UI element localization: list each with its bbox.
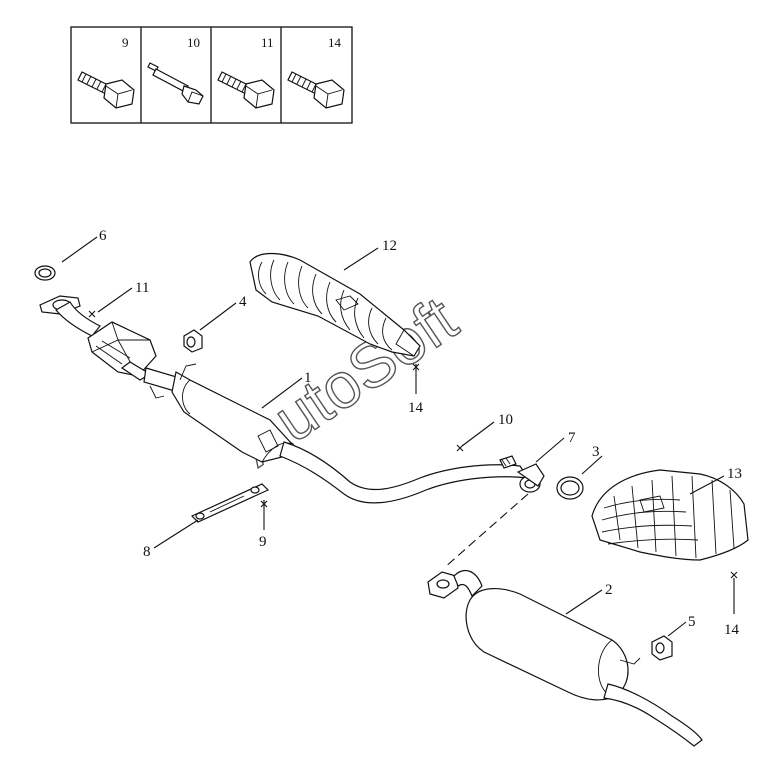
callout-14-front: 14	[408, 400, 424, 416]
rear-heat-shield-13	[591, 469, 749, 561]
fastener-legend-box: 9 10 11 14	[70, 26, 353, 124]
callout-9: 9	[259, 534, 267, 550]
front-heat-shield-12	[249, 252, 421, 357]
callout-1: 1	[304, 370, 312, 386]
callout-12: 12	[382, 238, 397, 254]
bolt-14-icon	[287, 71, 345, 109]
callout-5: 5	[688, 614, 696, 630]
callout-8: 8	[143, 544, 151, 560]
callout-4: 4	[239, 294, 247, 310]
stud-10-part	[499, 455, 517, 469]
rear-muffler-2	[427, 569, 703, 747]
callout-3: 3	[592, 444, 600, 460]
box-number-11: 11	[261, 35, 274, 50]
callout-14-rear: 14	[724, 622, 740, 638]
seal-ring-3	[556, 476, 584, 500]
rubber-hanger-5	[651, 635, 673, 661]
hanger-bracket-8	[190, 483, 270, 523]
callout-2: 2	[605, 582, 613, 598]
callout-13: 13	[727, 466, 742, 482]
callout-6: 6	[99, 228, 107, 244]
box-number-10: 10	[187, 35, 200, 50]
box-number-14: 14	[328, 35, 342, 50]
bolt-11-icon	[217, 71, 275, 109]
callout-10: 10	[498, 412, 513, 428]
alignment-dash-line	[443, 493, 529, 569]
callout-7: 7	[568, 430, 576, 446]
front-pipe-catalytic-converter	[39, 295, 545, 504]
gasket-ring-6	[34, 265, 56, 281]
rubber-hanger-4	[183, 329, 203, 353]
leader-lines	[61, 236, 735, 637]
box-number-9: 9	[122, 35, 129, 50]
bolt-markers	[88, 310, 738, 579]
bolt-9-icon	[77, 71, 135, 109]
callout-11: 11	[135, 280, 149, 296]
stud-10-icon	[147, 62, 204, 105]
